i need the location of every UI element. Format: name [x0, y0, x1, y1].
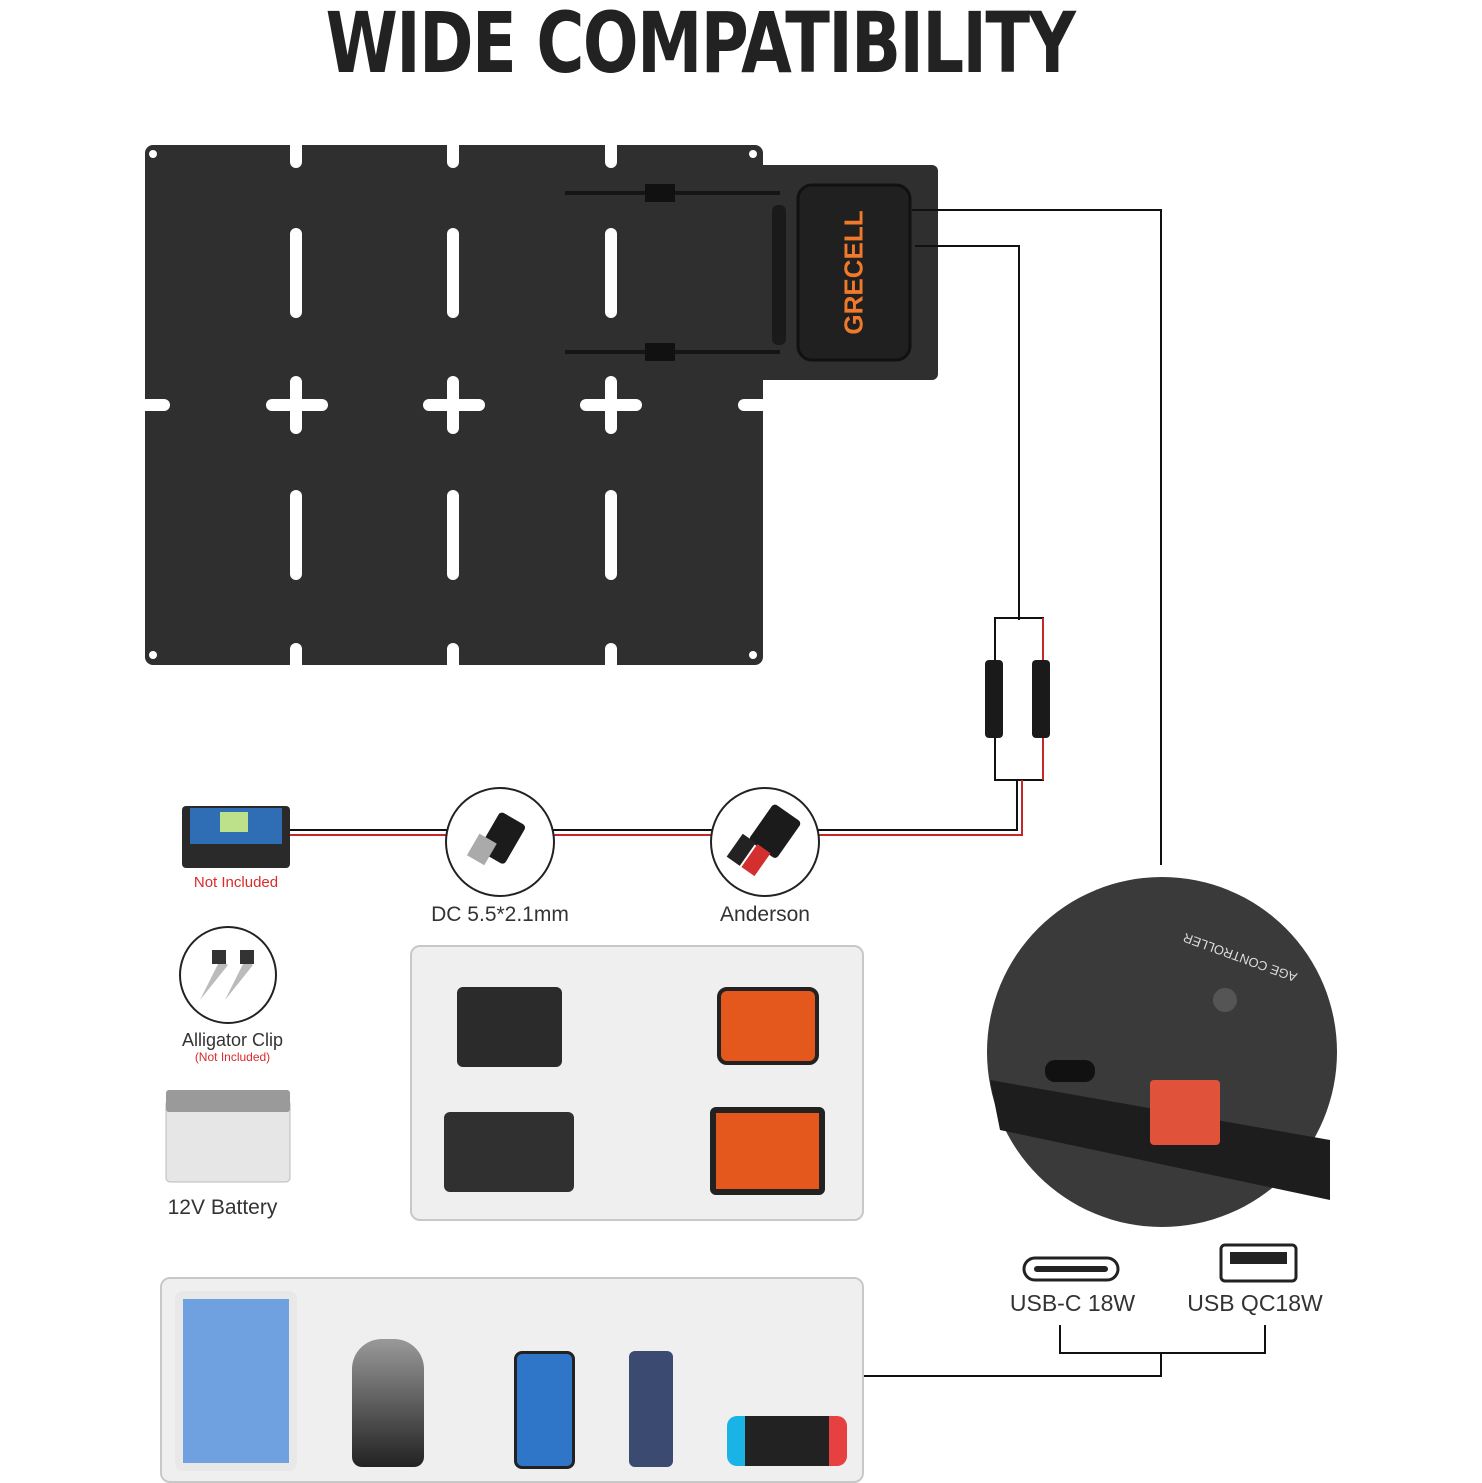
dc-connector-icon	[445, 787, 555, 897]
brand-logo: GRECELL	[838, 210, 869, 335]
mc4-connectors	[985, 617, 1050, 781]
usb-c-icon	[1022, 1256, 1120, 1282]
output-cable	[290, 780, 1023, 836]
junction-box	[796, 183, 912, 362]
tablet	[175, 1291, 297, 1471]
alligator-clip-label: Alligator Clip	[181, 1030, 284, 1050]
speaker	[352, 1339, 424, 1467]
controller-not-included: Not Included	[193, 874, 279, 891]
power-station-1	[457, 987, 562, 1067]
alligator-clip-icon	[179, 926, 277, 1024]
usb-a-label: USB QC18W	[1187, 1290, 1323, 1316]
solar-charge-controller	[182, 806, 290, 868]
usb-c-label: USB-C 18W	[1009, 1290, 1136, 1316]
usb-cable	[862, 209, 1266, 1377]
power-station-4	[710, 1107, 825, 1195]
power-station-3	[444, 1112, 574, 1192]
smartphone	[514, 1351, 575, 1469]
dc-label: DC 5.5*2.1mm	[431, 903, 569, 926]
anderson-connector-icon	[710, 787, 820, 897]
controller-closeup	[987, 877, 1337, 1227]
battery-label: 12V Battery	[167, 1196, 278, 1219]
usb-a-port	[1150, 1080, 1220, 1145]
page-title: WIDE COMPATIBILITY	[325, 0, 1076, 92]
game-console	[727, 1416, 847, 1466]
power-station-2	[717, 987, 819, 1065]
power-stations-box	[410, 945, 864, 1221]
usb-a-icon	[1219, 1243, 1298, 1283]
alligator-not-included: (Not Included)	[194, 1050, 271, 1064]
battery-12v	[165, 1090, 291, 1183]
usb-devices-box	[160, 1277, 864, 1483]
anderson-label: Anderson	[720, 903, 810, 926]
power-bank	[629, 1351, 673, 1467]
usb-c-port	[1045, 1060, 1095, 1082]
